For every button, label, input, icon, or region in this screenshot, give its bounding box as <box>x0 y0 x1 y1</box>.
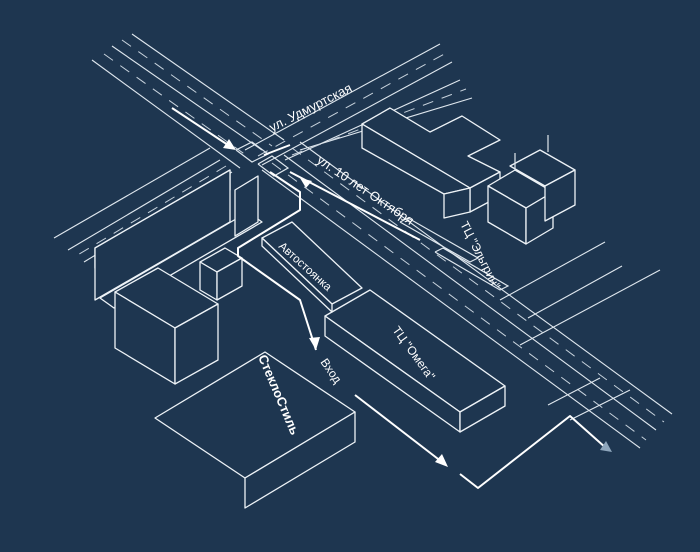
elgrin-label: ТЦ "Эльгрин" <box>457 219 503 291</box>
arrow-down-head <box>309 337 320 350</box>
street-udmurtskaya-label: ул. Удмуртская <box>267 80 355 135</box>
route-path-entrance <box>354 394 443 463</box>
route-path-main <box>237 171 317 351</box>
buildings <box>94 107 576 509</box>
route <box>171 107 612 489</box>
entrance-label: Вход <box>318 356 345 386</box>
